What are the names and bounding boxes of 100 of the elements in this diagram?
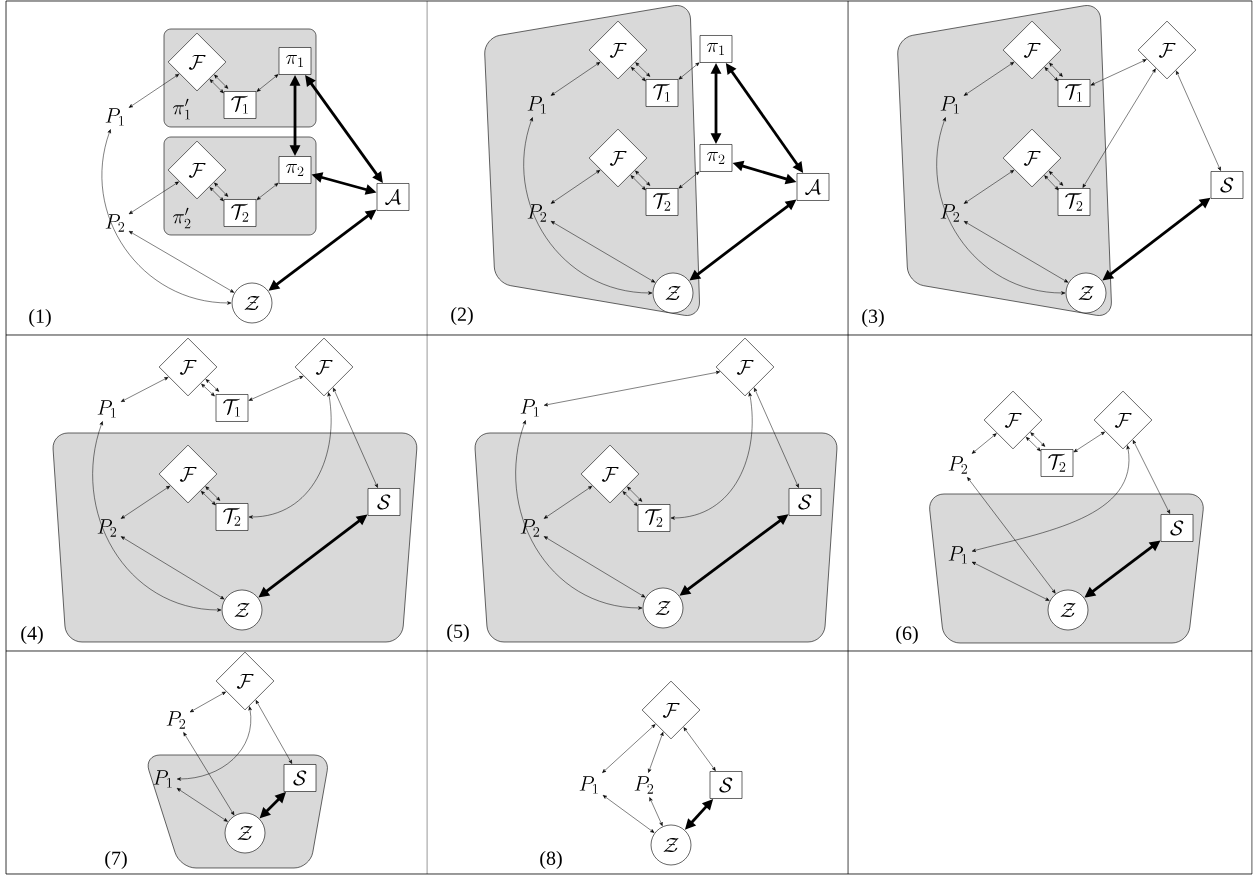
node-label: $P_1$ — [520, 399, 539, 417]
node-label: $P_1$ — [579, 776, 598, 794]
arrow — [1049, 62, 1063, 77]
node-label: $P_2$ — [520, 519, 540, 537]
process-box: $\mathcal{T}_2$ — [637, 504, 671, 532]
arrow — [635, 170, 651, 186]
node-label: $P_2$ — [527, 204, 547, 222]
arrow — [120, 485, 171, 519]
process-box: $\pi_2$ — [278, 156, 312, 184]
panel-number: (4) — [21, 625, 43, 645]
arrow — [1082, 68, 1156, 188]
curved-arrow — [515, 420, 643, 610]
node-label: $P_2$ — [634, 776, 654, 794]
process-box: $\mathcal{T}_2$ — [223, 199, 257, 227]
arrow — [550, 62, 601, 96]
arrow — [333, 387, 378, 488]
region-shape — [52, 432, 418, 643]
arrow — [971, 561, 1050, 601]
arrow — [550, 170, 601, 204]
arrow — [255, 700, 293, 764]
process-box: $\mathcal{S}$ — [788, 488, 822, 516]
arrow — [1044, 67, 1059, 82]
node-label: $P_2$ — [166, 711, 186, 729]
panel-number: (8) — [540, 850, 562, 870]
arrow — [543, 370, 720, 407]
arrow — [248, 376, 304, 401]
arrow — [1048, 170, 1064, 186]
process-box: $\mathcal{A}$ — [376, 183, 410, 211]
arrow — [963, 169, 1015, 204]
arrow — [209, 79, 224, 94]
process-box: $\mathcal{S}$ — [709, 771, 743, 799]
curved-arrow — [92, 421, 222, 612]
node-label: $P_1$ — [105, 108, 124, 126]
node-label: $P_1$ — [940, 96, 959, 114]
arrow — [205, 486, 221, 501]
process-box: $\mathcal{T}_2$ — [215, 503, 249, 531]
arrow — [183, 732, 235, 816]
panel-number: (5) — [447, 623, 469, 643]
arrow — [214, 74, 229, 89]
arrow — [205, 379, 220, 392]
process-box: $\mathcal{T}_2$ — [1057, 188, 1091, 216]
process-box: $\pi_2$ — [699, 144, 733, 172]
arrow — [754, 387, 799, 488]
arrow — [176, 788, 228, 822]
arrow — [128, 73, 180, 108]
arrow — [648, 731, 664, 773]
region-shape — [929, 493, 1204, 644]
arrow — [550, 221, 656, 283]
arrow — [635, 62, 651, 77]
process-box: $\mathcal{T}_2$ — [645, 188, 679, 216]
process-box: $\mathcal{T}_1$ — [1057, 79, 1091, 107]
arrow — [1044, 175, 1059, 191]
arrow — [963, 221, 1069, 283]
curved-arrow — [101, 129, 232, 305]
arrow — [630, 66, 646, 82]
process-box: $\mathcal{S}$ — [1210, 171, 1244, 199]
arrow — [120, 536, 225, 600]
arrow — [683, 727, 716, 771]
node-label: $P_2$ — [97, 519, 117, 537]
node-label: $P_1$ — [97, 400, 116, 418]
arrow — [256, 74, 279, 92]
arrow — [120, 377, 169, 402]
curved-arrow — [523, 117, 653, 295]
arrow — [627, 486, 643, 502]
arrow — [602, 795, 655, 833]
arrow — [543, 536, 646, 598]
arrow — [1073, 431, 1105, 453]
region-shape — [474, 432, 838, 643]
panel-number: (1) — [29, 308, 51, 328]
arrow — [602, 724, 656, 773]
arrow — [963, 61, 1015, 96]
arrow — [200, 490, 216, 506]
panel-number: (7) — [105, 850, 127, 870]
node-label: $P_2$ — [940, 204, 960, 222]
arrow — [967, 477, 1056, 594]
node-label: $P_2$ — [948, 456, 968, 474]
node-label: $P_2$ — [105, 214, 125, 232]
process-box: $\pi_1$ — [699, 35, 733, 63]
arrow — [971, 433, 997, 454]
arrow — [649, 797, 663, 827]
process-box: $\mathcal{T}_1$ — [223, 91, 257, 119]
curved-arrow — [176, 706, 252, 781]
arrow — [201, 383, 215, 397]
arrow — [214, 182, 229, 197]
process-box: $\pi_1$ — [278, 47, 312, 75]
panel-number: (3) — [862, 308, 884, 328]
panel-number: (6) — [896, 625, 918, 645]
process-box: $\mathcal{A}$ — [796, 173, 830, 201]
curved-arrow — [971, 445, 1130, 552]
arrow — [1090, 59, 1147, 86]
arrow — [1025, 436, 1041, 452]
node-label: $P_1$ — [948, 546, 967, 564]
process-box: $\mathcal{T}_1$ — [215, 394, 249, 422]
arrow — [128, 181, 179, 215]
process-box: $\mathcal{T}_2$ — [1040, 449, 1074, 477]
arrow — [209, 187, 224, 202]
node-label: $P_1$ — [527, 96, 546, 114]
arrow — [189, 691, 226, 713]
arrow — [678, 62, 700, 80]
arrow — [543, 485, 593, 519]
